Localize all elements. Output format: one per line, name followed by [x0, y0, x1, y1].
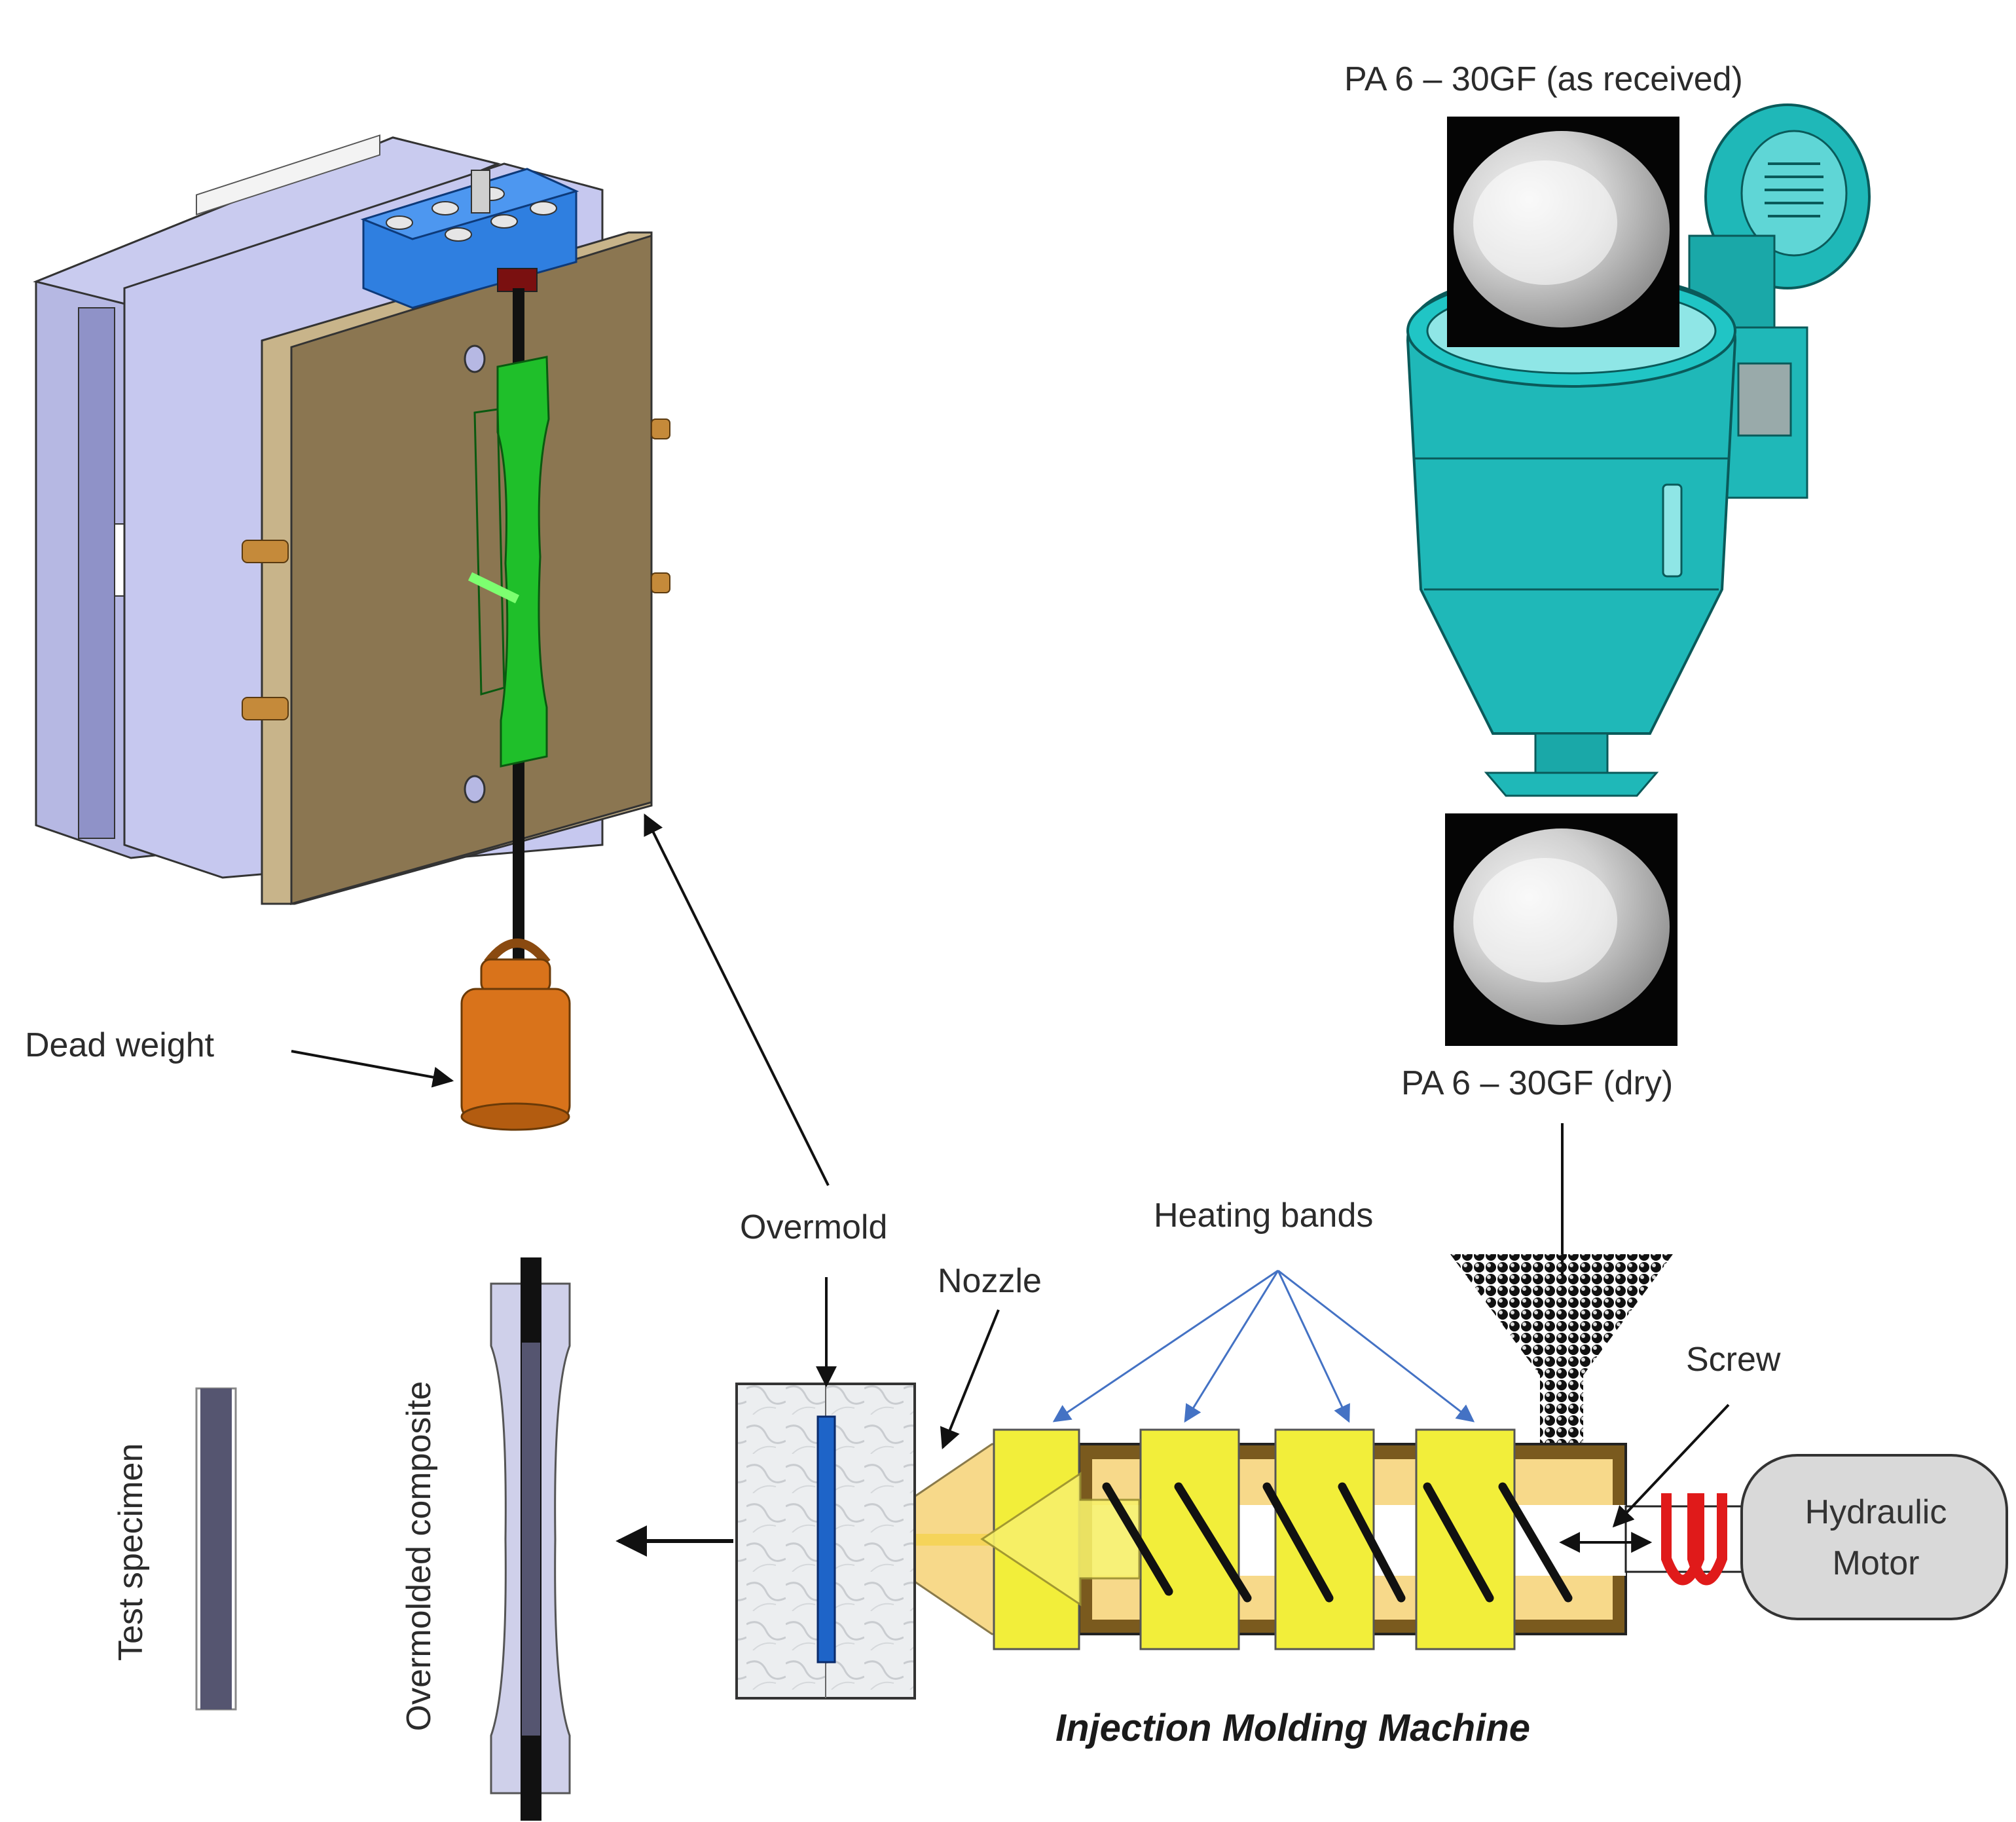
mold-hole-icon [464, 775, 486, 804]
label-overmold: Overmold [740, 1208, 888, 1246]
label-machine-title: Injection Molding Machine [1055, 1707, 1530, 1749]
hydraulic-motor [1740, 1454, 2008, 1620]
control-panel [1737, 362, 1792, 437]
mold-cavity-plate [290, 234, 653, 905]
mold-slot-white [196, 134, 380, 215]
hopper-flange [1484, 772, 1659, 797]
label-pa6-received: PA 6 – 30GF (as received) [1344, 60, 1743, 98]
label-screw: Screw [1686, 1341, 1781, 1379]
test-specimen [195, 1387, 237, 1711]
label-pa6-dry: PA 6 – 30GF (dry) [1401, 1064, 1674, 1102]
label-test-specimen: Test specimen [112, 1443, 150, 1661]
feed-hopper [1450, 1254, 1673, 1375]
label-nozzle: Nozzle [938, 1262, 1042, 1300]
label-dead-weight: Dead weight [25, 1026, 215, 1064]
sight-glass [1662, 483, 1683, 578]
gate-bar [467, 572, 520, 604]
heating-band-4 [1415, 1428, 1516, 1650]
mold-back-plate-slot [78, 307, 115, 839]
specimen-cavity [496, 356, 550, 768]
weight-top [480, 958, 551, 994]
mold-assembly [33, 134, 670, 1131]
pellets-dry-photo [1445, 813, 1677, 1046]
heating-band-3 [1274, 1428, 1375, 1650]
label-motor: Motor [1832, 1544, 1920, 1582]
coupling [1661, 1493, 1727, 1586]
injection-machine [735, 1254, 2008, 1700]
dead-weight-arrow [291, 1050, 454, 1088]
label-heating-bands: Heating bands [1154, 1197, 1374, 1235]
label-overmolded-composite: Overmolded composite [400, 1381, 438, 1732]
nozzle-arrow [940, 1309, 1000, 1449]
weight-hook [484, 939, 551, 966]
hopper-neck [1534, 732, 1609, 774]
heating-band-2 [1139, 1428, 1240, 1650]
screw-arrow [1612, 1404, 1730, 1528]
clamp-bolt-icon [386, 170, 557, 242]
mold-hole-icon [464, 344, 486, 373]
blower-face [1740, 130, 1848, 257]
mold-insert [816, 1415, 836, 1664]
blower-grille-icon [1765, 162, 1824, 217]
label-hydraulic-motor: Hydraulic Motor [1761, 1487, 1990, 1589]
dead-weight-base [460, 1102, 570, 1131]
clamp-slot [497, 268, 538, 292]
mold-bolt-icon [242, 418, 670, 720]
label-hydraulic: Hydraulic [1805, 1493, 1947, 1531]
heating-band-arrows [1052, 1269, 1475, 1423]
runner-outline [473, 408, 505, 696]
overmold-to-mold-arrow [644, 813, 830, 1186]
overmolded-composite [490, 1257, 571, 1821]
screw-flights [1102, 1482, 1573, 1603]
melt-flow-arrow [980, 1472, 1141, 1607]
pellets-received-photo [1447, 117, 1679, 347]
dead-weight [460, 988, 571, 1121]
